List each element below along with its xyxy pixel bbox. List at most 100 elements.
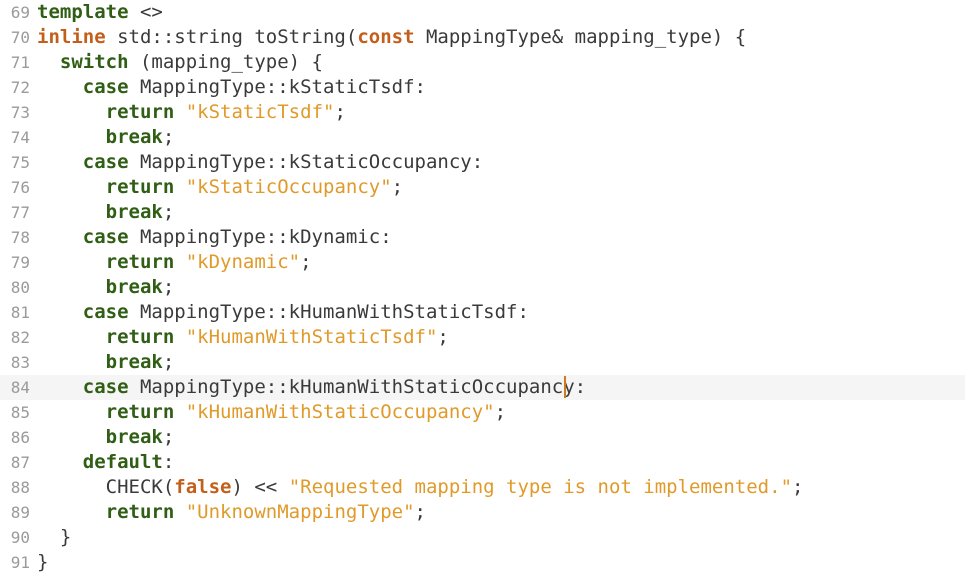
code-text: return "kStaticTsdf"; [37,100,346,125]
keyword-token: case [82,151,129,173]
code-text: case MappingType::kHumanWithStaticTsdf: [37,300,529,325]
keyword-token: break [105,276,163,298]
code-token: ; [300,251,312,273]
code-text: break; [37,275,175,300]
code-line[interactable]: 76 return "kStaticOccupancy"; [0,175,965,200]
code-token [37,51,60,73]
keyword-token: const [357,26,415,48]
code-line[interactable]: 82 return "kHumanWithStaticTsdf"; [0,325,965,350]
code-token: MappingType::kStaticOccupancy: [128,151,484,173]
code-token [174,326,185,348]
code-token [37,426,106,448]
keyword-token: case [82,301,129,323]
code-text: template <> [37,0,163,25]
code-token: MappingType::kDynamic: [128,226,392,248]
code-line[interactable]: 85 return "kHumanWithStaticOccupancy"; [0,400,965,425]
code-line[interactable]: 71 switch (mapping_type) { [0,50,965,75]
code-line[interactable]: 83 break; [0,350,965,375]
code-text: return "kDynamic"; [37,250,312,275]
code-token [37,451,83,473]
code-token [174,501,185,523]
code-line[interactable]: 87 default: [0,450,965,475]
code-line[interactable]: 78 case MappingType::kDynamic: [0,225,965,250]
code-token [37,76,83,98]
keyword-token: break [105,126,163,148]
code-token: std::string toString( [105,26,358,48]
keyword-token: case [82,376,129,398]
code-line[interactable]: 70 inline std::string toString(const Mapp… [0,25,965,50]
code-token [37,401,106,423]
string-literal: "kStaticOccupancy" [185,176,392,198]
code-line[interactable]: 72 case MappingType::kStaticTsdf: [0,75,965,100]
code-line[interactable]: 74 break; [0,125,965,150]
code-line[interactable]: 73 return "kStaticTsdf"; [0,100,965,125]
keyword-token: default [82,451,163,473]
code-text: case MappingType::kDynamic: [37,225,392,250]
code-line[interactable]: 86 break; [0,425,965,450]
line-number: 77 [10,203,30,222]
code-line[interactable]: 88 CHECK(false) << "Requested mapping ty… [0,475,965,500]
code-token: ; [162,351,175,373]
code-token: ; [437,326,449,348]
keyword-token: template [37,1,129,23]
code-text: case MappingType::kHumanWithStaticOccupa… [37,375,586,400]
code-line[interactable]: 81 case MappingType::kHumanWithStaticTsd… [0,300,965,325]
code-line[interactable]: 90 } [0,525,965,550]
code-token: ; [391,176,404,198]
code-line[interactable]: 89 return "UnknownMappingType"; [0,500,965,525]
code-token [37,276,106,298]
code-line[interactable]: 75 case MappingType::kStaticOccupancy: [0,150,965,175]
keyword-token: return [105,101,175,123]
line-number: 70 [10,28,30,47]
code-token [37,251,106,273]
code-text: inline std::string toString(const Mappin… [37,25,746,50]
code-line[interactable]: 79 return "kDynamic"; [0,250,965,275]
keyword-token: return [105,401,175,423]
line-number: 83 [10,353,30,372]
code-text: case MappingType::kStaticTsdf: [37,75,426,100]
code-token [174,401,185,423]
line-number: 84 [10,378,30,397]
code-line[interactable]: 80 break; [0,275,965,300]
code-token [174,251,185,273]
line-number: 88 [10,478,30,497]
code-token: ; [162,126,175,148]
line-number: 71 [10,53,30,72]
line-number: 76 [10,178,30,197]
code-text: case MappingType::kStaticOccupancy: [37,150,483,175]
keyword-token: return [105,326,175,348]
line-number: 87 [10,453,30,472]
code-line[interactable]: 91} [0,550,965,575]
code-text: break; [37,200,175,225]
code-token [37,201,106,223]
code-token [37,126,106,148]
string-literal: "kStaticTsdf" [185,101,335,123]
line-number: 79 [10,253,30,272]
code-text: } [37,550,48,575]
code-token: <> [128,1,163,23]
code-token: ; [792,476,804,498]
line-number: 75 [10,153,30,172]
keyword-token: inline [37,26,106,48]
code-text: } [37,525,71,550]
keyword-token: return [105,501,175,523]
code-line-current[interactable]: 84 case MappingType::kHumanWithStaticOcc… [0,375,965,400]
code-token: ; [414,501,426,523]
code-line[interactable]: 77 break; [0,200,965,225]
keyword-token: break [105,351,163,373]
code-text: return "UnknownMappingType"; [37,500,426,525]
code-text: default: [37,450,175,475]
code-token [37,501,106,523]
code-token [37,226,83,248]
code-token: } [37,526,72,548]
code-text: return "kHumanWithStaticTsdf"; [37,325,449,350]
keyword-token: case [82,226,129,248]
code-token [37,176,106,198]
line-number: 80 [10,278,30,297]
text-caret [564,376,566,398]
code-text: break; [37,425,175,450]
code-token [174,176,185,198]
line-number: 89 [10,503,30,522]
